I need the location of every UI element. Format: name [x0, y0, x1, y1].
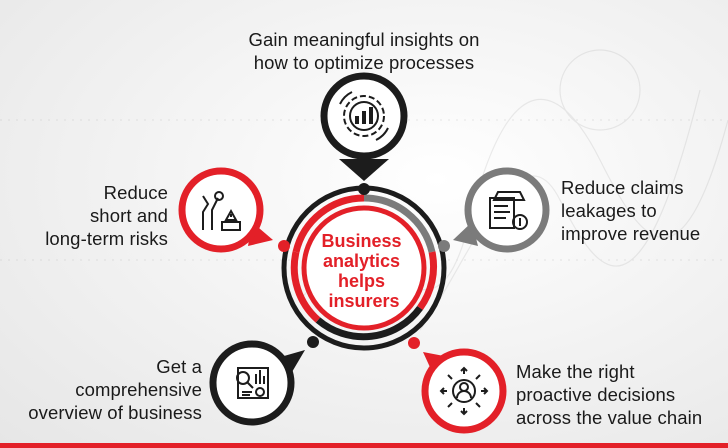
label-line: short and	[89, 205, 168, 226]
svg-text:Business analytics: Business analytics helps insurers	[321, 231, 406, 311]
label-line: Reduce	[103, 182, 168, 203]
label-line: Make the right	[516, 361, 635, 382]
label-upper-left: Reduce short and long-term risks	[20, 181, 168, 250]
ring-segment-red-right	[417, 251, 438, 311]
node-pointer	[339, 159, 389, 181]
search-dashboard-icon	[236, 367, 269, 399]
label-line: Gain meaningful insights on	[248, 29, 480, 50]
ring-segment-dark-bottom	[315, 305, 423, 341]
label-line: improve revenue	[561, 223, 701, 244]
center-text-line: helps	[338, 271, 385, 291]
label-line: comprehensive	[75, 379, 202, 400]
node-upper-left	[178, 167, 273, 253]
ring-segment-red-top-left	[292, 194, 365, 253]
node-top	[320, 72, 408, 181]
label-line: Reduce claims	[561, 177, 684, 198]
center-hub: Business analytics helps insurers	[281, 185, 447, 351]
label-line: proactive decisions	[516, 384, 676, 405]
connector-dot-lower-left	[307, 336, 319, 348]
center-text-line: insurers	[328, 291, 399, 311]
node-upper-right	[453, 167, 550, 253]
label-upper-right: Reduce claims leakages to improve revenu…	[561, 176, 721, 245]
claims-document-icon	[489, 191, 528, 230]
inner-circle	[301, 205, 427, 331]
label-line: across the value chain	[516, 407, 703, 428]
ring-segment-red-left	[290, 251, 321, 323]
label-line: long-term risks	[45, 228, 168, 249]
connector-dot-lower-right	[408, 337, 420, 349]
connector-dot-top	[358, 183, 370, 195]
bottom-accent-bar	[0, 443, 728, 448]
label-line: leakages to	[561, 200, 657, 221]
connector-dot-upper-left	[278, 240, 290, 252]
node-ring	[209, 340, 295, 426]
node-lower-right	[421, 348, 507, 434]
label-lower-right: Make the right proactive decisions acros…	[516, 360, 724, 429]
tools-warning-icon	[202, 191, 241, 231]
label-line: Get a	[156, 356, 202, 377]
person-arrows-icon	[439, 366, 489, 416]
connector-dots	[278, 183, 450, 349]
center-text-line: Business	[321, 231, 401, 251]
label-top: Gain meaningful insights on how to optim…	[214, 28, 514, 74]
node-ring	[178, 167, 264, 253]
ring-segment-gray	[363, 194, 436, 253]
gear-chart-icon	[339, 91, 389, 141]
label-line: overview of business	[28, 402, 202, 423]
label-line: how to optimize processes	[253, 52, 475, 73]
label-lower-left: Get a comprehensive overview of business	[10, 355, 202, 424]
connector-dot-upper-right	[438, 240, 450, 252]
node-lower-left	[209, 340, 305, 426]
center-text-line: analytics	[323, 251, 400, 271]
node-ring	[464, 167, 550, 253]
